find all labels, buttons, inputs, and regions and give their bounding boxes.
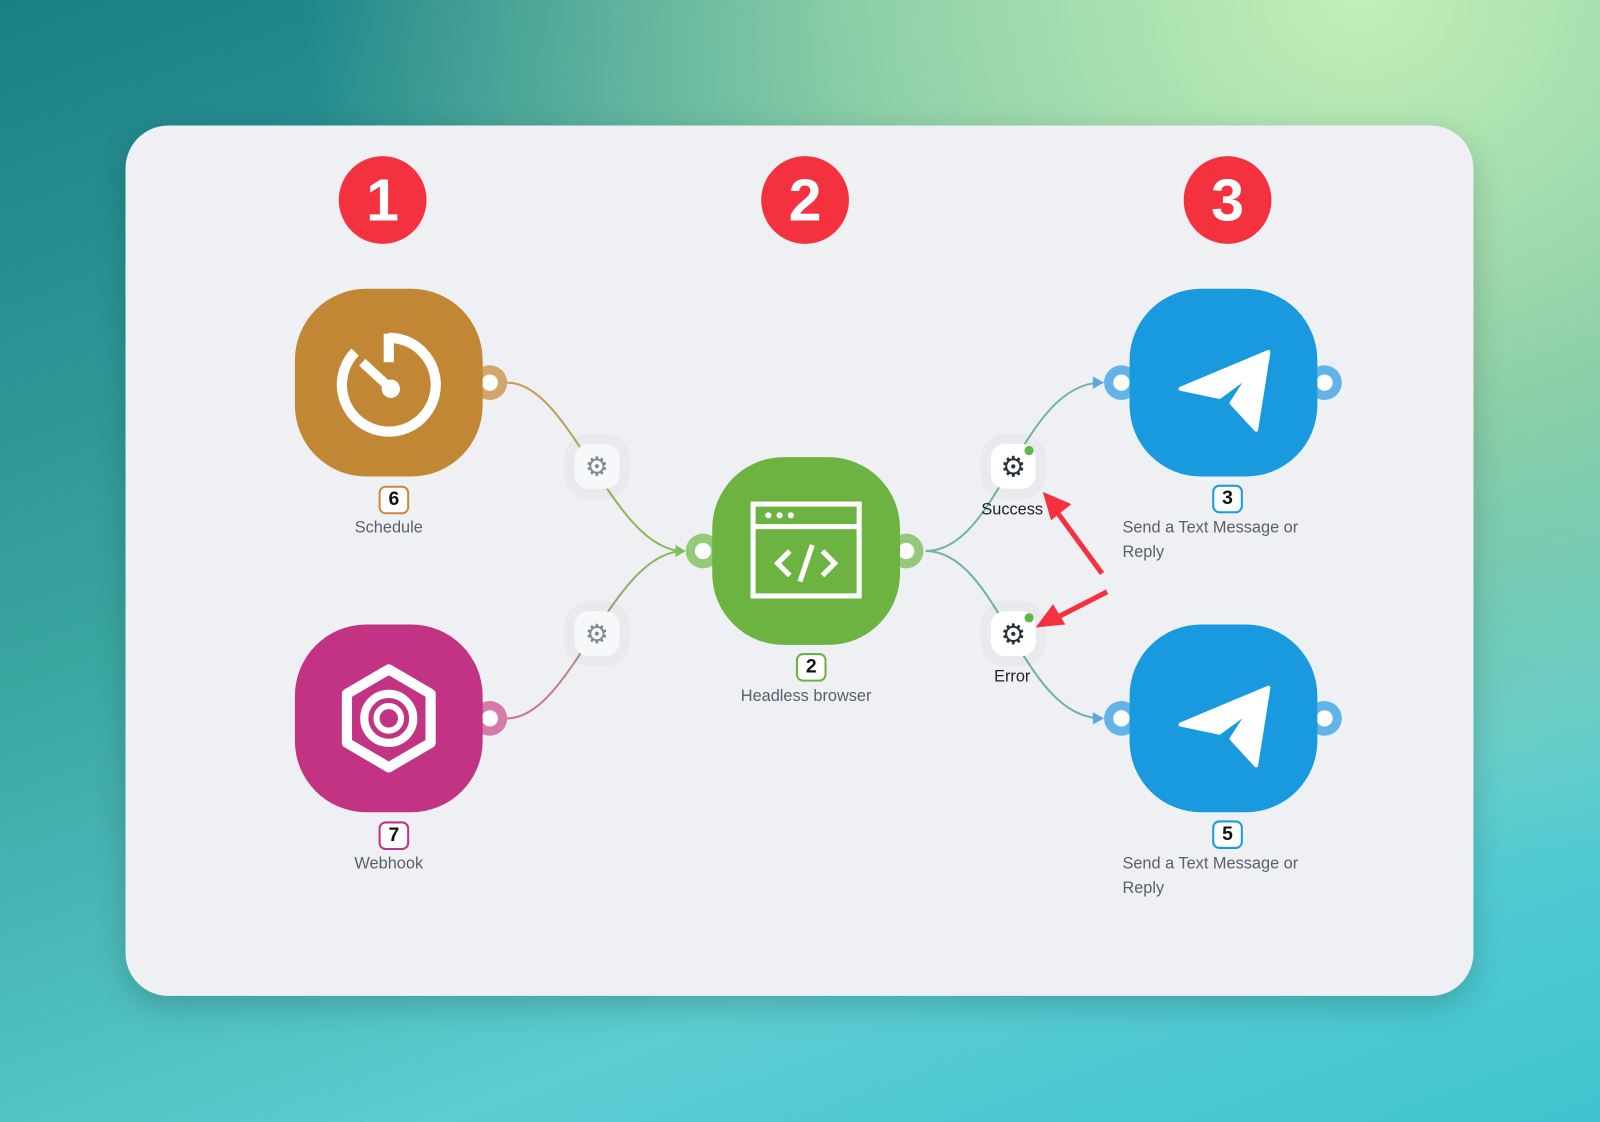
- annotation-arrow-success: [1042, 491, 1105, 575]
- timer-icon: [336, 332, 441, 437]
- webhook-node[interactable]: [294, 624, 483, 813]
- annotation-arrow-error: [1035, 589, 1109, 628]
- route-error-label: Error: [994, 668, 1031, 686]
- schedule-label: Schedule: [354, 519, 423, 537]
- telegram2-node[interactable]: [1129, 624, 1318, 813]
- route-success-label: Success: [981, 501, 1044, 519]
- telegram2-label: Send a Text Message or Reply: [1122, 855, 1299, 897]
- link-arrowhead: [1092, 712, 1105, 725]
- gear-icon: ⚙: [585, 617, 609, 649]
- telegram-icon: [1178, 349, 1271, 432]
- headless-badge: 2: [795, 653, 827, 682]
- code-browser-icon: [750, 501, 862, 599]
- schedule-badge: 6: [378, 485, 410, 515]
- status-dot: [1024, 613, 1034, 623]
- gear-icon: ⚙: [1000, 450, 1027, 483]
- status-dot: [1024, 445, 1034, 456]
- headless-label: Headless browser: [740, 687, 872, 706]
- gear-icon: ⚙: [1000, 617, 1027, 650]
- telegram1-node[interactable]: [1129, 288, 1318, 477]
- filter-webhook[interactable]: ⚙: [574, 611, 620, 657]
- webhook-label: Webhook: [354, 855, 424, 873]
- telegram1-badge: 3: [1212, 484, 1243, 514]
- route-error-filter[interactable]: ⚙: [990, 611, 1036, 657]
- link-arrowhead: [1092, 376, 1105, 389]
- filter-schedule[interactable]: ⚙: [574, 443, 620, 489]
- telegram1-label: Send a Text Message or Reply: [1122, 519, 1299, 562]
- headless-browser-node[interactable]: [712, 457, 900, 645]
- route-success-filter[interactable]: ⚙: [990, 443, 1036, 489]
- link-arrowhead: [675, 544, 686, 558]
- schedule-node[interactable]: [294, 288, 483, 477]
- step-2-marker: 2: [761, 156, 849, 244]
- gear-icon: ⚙: [585, 450, 609, 482]
- telegram2-badge: 5: [1212, 820, 1243, 849]
- webhook-icon: [341, 664, 436, 773]
- webhook-badge: 7: [378, 821, 410, 850]
- step-3-marker: 3: [1183, 156, 1272, 244]
- step-1-marker: 1: [338, 156, 427, 244]
- telegram-icon: [1178, 685, 1271, 768]
